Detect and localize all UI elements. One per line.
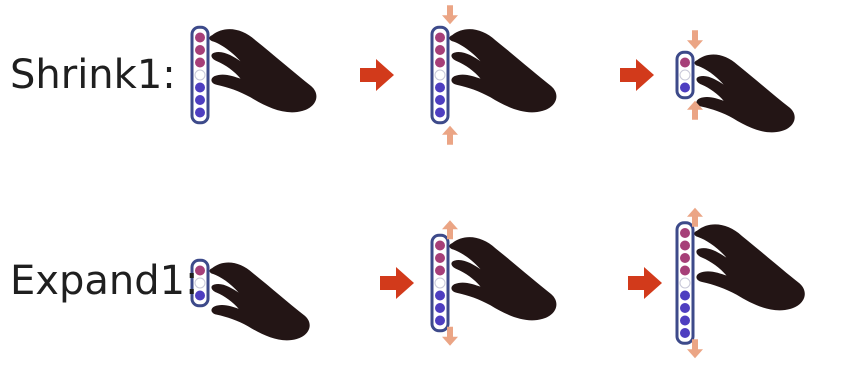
led-dot bbox=[435, 266, 445, 276]
led-dot bbox=[195, 33, 205, 43]
shrink-label: Shrink1: bbox=[10, 52, 176, 98]
led-dot bbox=[435, 58, 445, 68]
led-dot bbox=[195, 108, 205, 118]
led-dot bbox=[680, 70, 690, 80]
led-dot bbox=[680, 278, 690, 288]
led-dot bbox=[195, 83, 205, 93]
led-dot bbox=[435, 253, 445, 263]
led-dot bbox=[680, 328, 690, 338]
led-dot bbox=[195, 58, 205, 68]
transition-arrow-icon bbox=[620, 59, 654, 91]
led-device bbox=[677, 52, 693, 98]
hand-icon bbox=[449, 237, 556, 320]
led-dot bbox=[435, 33, 445, 43]
transition-arrow-icon bbox=[360, 59, 394, 91]
led-dot bbox=[680, 58, 690, 68]
hand-icon bbox=[210, 263, 310, 341]
led-dot bbox=[680, 303, 690, 313]
led-dot bbox=[680, 291, 690, 301]
led-dot bbox=[435, 95, 445, 105]
led-dot bbox=[435, 316, 445, 326]
led-dot bbox=[680, 241, 690, 251]
led-device bbox=[432, 235, 448, 331]
led-device bbox=[677, 223, 693, 344]
led-dot bbox=[435, 278, 445, 288]
transition-arrow-icon bbox=[380, 267, 414, 299]
led-dot bbox=[435, 241, 445, 251]
shrink-row bbox=[192, 5, 795, 145]
direction-arrow-icon bbox=[442, 5, 458, 24]
led-dot bbox=[435, 291, 445, 301]
led-dot bbox=[195, 70, 205, 80]
hand-icon bbox=[695, 55, 795, 133]
led-dot bbox=[435, 70, 445, 80]
direction-arrow-icon bbox=[442, 126, 458, 145]
hand-icon bbox=[449, 29, 556, 112]
led-dot bbox=[680, 228, 690, 238]
led-dot bbox=[435, 303, 445, 313]
hand-icon bbox=[209, 29, 316, 112]
expand-label: Expand1: bbox=[10, 258, 199, 304]
led-dot bbox=[435, 108, 445, 118]
led-device bbox=[432, 27, 448, 123]
led-dot bbox=[680, 316, 690, 326]
led-dot bbox=[195, 95, 205, 105]
led-device bbox=[192, 27, 208, 123]
led-dot bbox=[435, 45, 445, 55]
led-dot bbox=[680, 83, 690, 93]
hand-icon bbox=[694, 224, 805, 310]
led-dot bbox=[680, 253, 690, 263]
led-dot bbox=[680, 266, 690, 276]
transition-arrow-icon bbox=[628, 267, 662, 299]
led-dot bbox=[435, 83, 445, 93]
direction-arrow-icon bbox=[687, 30, 703, 49]
led-dot bbox=[195, 45, 205, 55]
expand-row bbox=[192, 208, 805, 359]
